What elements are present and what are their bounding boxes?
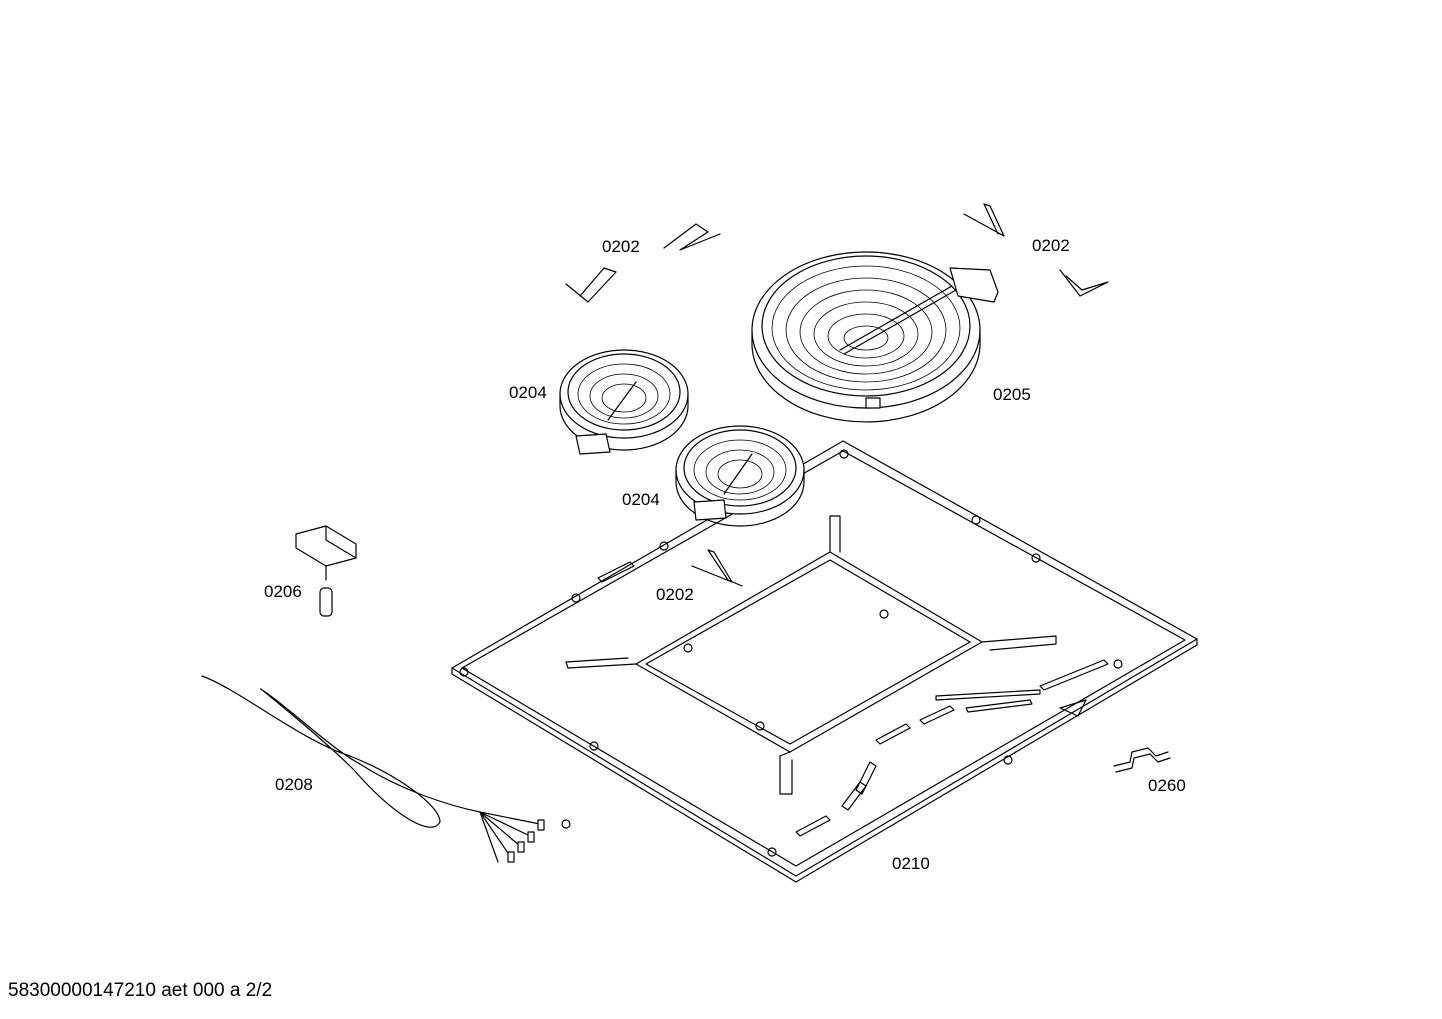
part-0202-bracket-5[interactable] <box>691 549 743 587</box>
part-0210-base-tray[interactable] <box>451 440 1198 883</box>
label-0206: 0206 <box>264 582 302 601</box>
label-0202-a: 0202 <box>602 237 640 256</box>
part-0202-bracket-3[interactable] <box>963 203 1005 237</box>
label-0202-c: 0202 <box>656 585 694 604</box>
part-0204-small-heater-b[interactable] <box>675 425 805 527</box>
label-0204-a: 0204 <box>509 383 547 402</box>
label-0208: 0208 <box>275 775 313 794</box>
part-0208-power-cable[interactable] <box>201 675 571 863</box>
part-0205-large-radiant-heater[interactable] <box>751 251 999 423</box>
part-0206-connector[interactable] <box>295 525 357 617</box>
label-0202-b: 0202 <box>1032 236 1070 255</box>
label-0210: 0210 <box>892 854 930 873</box>
document-footer-code: 58300000147210 aet 000 a 2/2 <box>8 980 273 1001</box>
part-0202-bracket-2[interactable] <box>565 267 617 303</box>
part-0204-small-heater-a[interactable] <box>559 349 689 455</box>
part-0202-bracket-1[interactable] <box>663 223 721 251</box>
label-0260: 0260 <box>1148 776 1186 795</box>
part-0260-clip[interactable] <box>1113 747 1171 773</box>
label-0204-b: 0204 <box>622 490 660 509</box>
part-0202-bracket-4[interactable] <box>1059 269 1109 297</box>
label-0205: 0205 <box>993 385 1031 404</box>
